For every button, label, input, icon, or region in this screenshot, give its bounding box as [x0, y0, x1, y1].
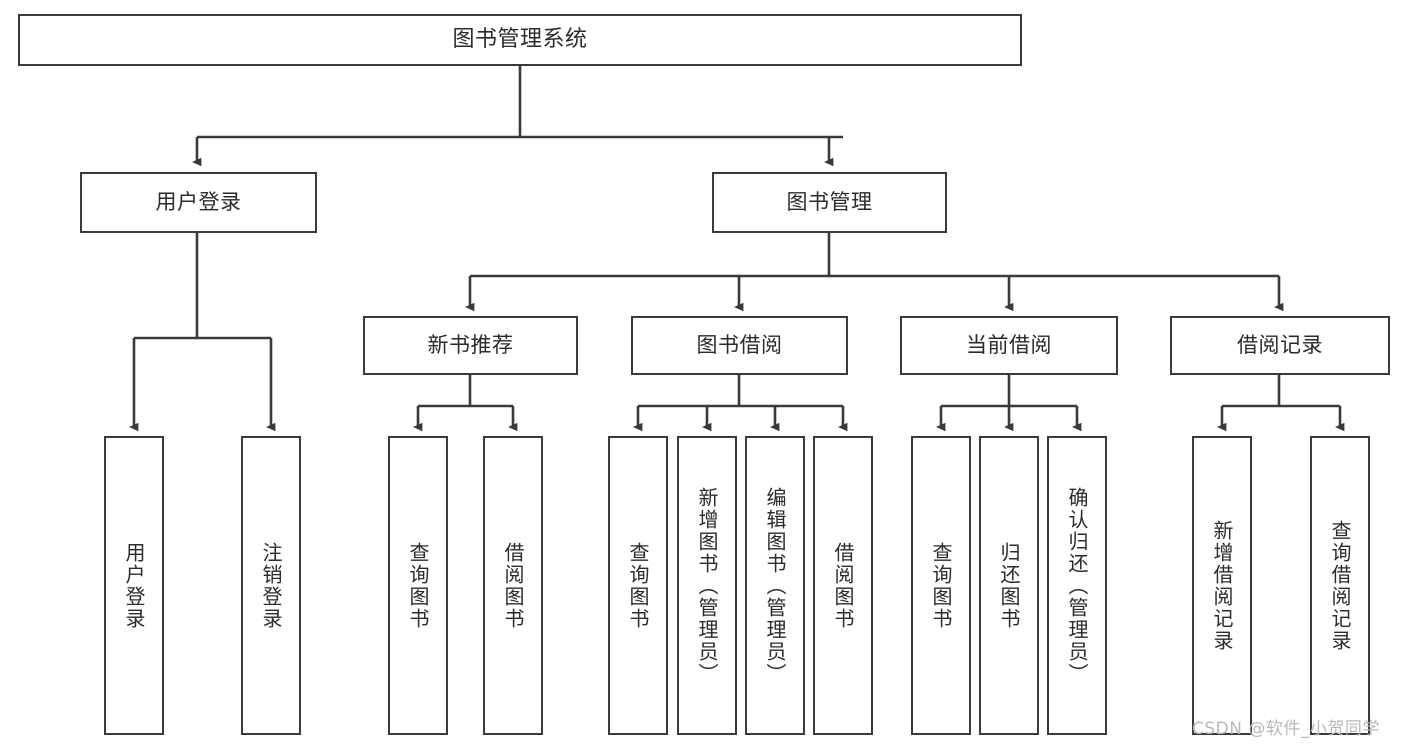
node-label: 归还图书	[997, 541, 1021, 630]
leaf-add-book-admin[interactable]: 新增图书（管理员）	[677, 436, 737, 735]
csdn-watermark: CSDN @软件_小贺同学	[1192, 719, 1380, 739]
leaf-edit-book-admin[interactable]: 编辑图书（管理员）	[745, 436, 805, 735]
node-label: 图书借阅	[696, 333, 783, 358]
leaf-query-books-current[interactable]: 查询图书	[911, 436, 971, 735]
leaf-logout[interactable]: 注销登录	[241, 436, 301, 735]
leaf-borrow-books[interactable]: 借阅图书	[813, 436, 873, 735]
node-borrow-records[interactable]: 借阅记录	[1170, 316, 1390, 375]
node-label: 借阅图书	[501, 541, 525, 630]
node-label: 确认归还（管理员）	[1065, 486, 1089, 685]
node-label: 图书管理	[786, 190, 873, 215]
node-label: 当前借阅	[966, 333, 1052, 358]
leaf-return-books[interactable]: 归还图书	[979, 436, 1039, 735]
node-label: 查询图书	[626, 541, 650, 630]
node-label: 新增图书（管理员）	[695, 486, 719, 685]
node-current-borrow[interactable]: 当前借阅	[900, 316, 1118, 375]
node-label: 查询图书	[406, 541, 430, 630]
node-book-management[interactable]: 图书管理	[712, 172, 947, 233]
node-label: 用户登录	[155, 190, 242, 215]
leaf-query-books-recommendation[interactable]: 查询图书	[388, 436, 448, 735]
leaf-user-login[interactable]: 用户登录	[104, 436, 164, 735]
node-label: 查询图书	[929, 541, 953, 630]
node-label: 注销登录	[259, 541, 283, 630]
node-new-book-recommendation[interactable]: 新书推荐	[363, 316, 578, 375]
node-label: 查询借阅记录	[1328, 519, 1352, 652]
leaf-borrow-books-recommendation[interactable]: 借阅图书	[483, 436, 543, 735]
node-label: 新书推荐	[427, 333, 514, 358]
node-label: 编辑图书（管理员）	[763, 486, 787, 685]
leaf-confirm-return-admin[interactable]: 确认归还（管理员）	[1047, 436, 1107, 735]
node-label: 图书管理系统	[452, 27, 588, 53]
node-label: 新增借阅记录	[1210, 519, 1234, 652]
node-book-borrow[interactable]: 图书借阅	[631, 316, 848, 375]
node-label: 借阅图书	[831, 541, 855, 630]
node-user-login[interactable]: 用户登录	[80, 172, 317, 233]
node-label: 借阅记录	[1237, 333, 1323, 358]
leaf-add-borrow-record[interactable]: 新增借阅记录	[1192, 436, 1252, 735]
node-root-system[interactable]: 图书管理系统	[18, 14, 1022, 66]
leaf-query-borrow-record[interactable]: 查询借阅记录	[1310, 436, 1370, 735]
leaf-query-books-borrow[interactable]: 查询图书	[608, 436, 668, 735]
node-label: 用户登录	[122, 541, 146, 630]
